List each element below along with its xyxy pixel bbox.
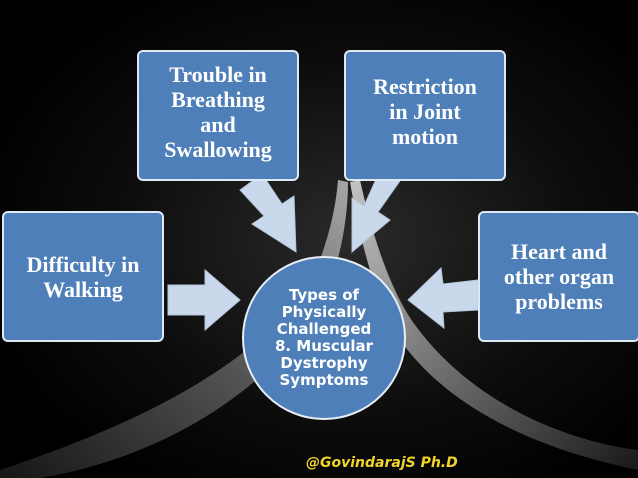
symptom-box-heart: Heart and other organ problems	[478, 211, 638, 342]
symptom-box-breathing: Trouble in Breathing and Swallowing	[137, 50, 299, 181]
center-circle-title: Types of Physically Challenged 8. Muscul…	[242, 256, 406, 420]
arrow-top-left	[239, 173, 297, 253]
arrow-right	[407, 266, 479, 330]
arrow-left	[167, 268, 241, 332]
author-credit: @GovindarajS Ph.D	[306, 455, 458, 471]
symptom-box-walking: Difficulty in Walking	[2, 211, 164, 342]
symptom-box-joint-motion: Restriction in Joint motion	[344, 50, 506, 181]
